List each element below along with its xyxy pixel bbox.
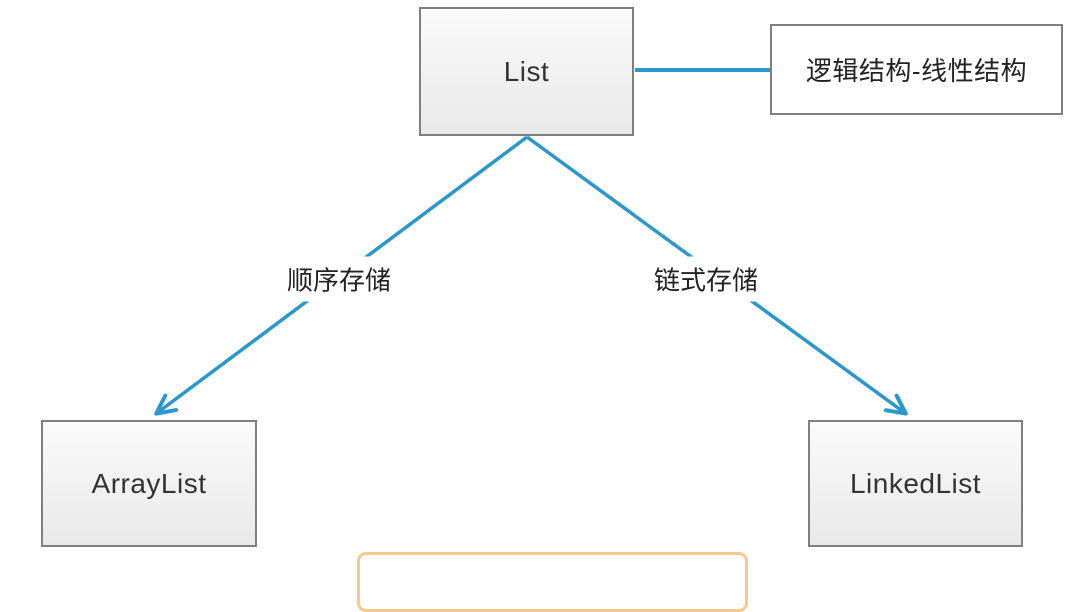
edge-label-sequential-storage: 顺序存储 [276,256,402,302]
node-arraylist-label: ArrayList [91,467,207,499]
node-logical-structure: 逻辑结构-线性结构 [770,24,1063,115]
edge-label-linked-storage: 链式存储 [643,256,769,302]
node-linkedlist: LinkedList [808,420,1023,547]
diagram-canvas: List 逻辑结构-线性结构 ArrayList LinkedList 顺序存储… [41,7,1063,612]
node-list: List [419,7,634,136]
node-list-label: List [503,55,550,87]
node-linkedlist-label: LinkedList [849,467,982,499]
node-logical-structure-label: 逻辑结构-线性结构 [805,56,1028,86]
node-arraylist: ArrayList [41,420,257,547]
highlight-box-clipped [357,552,748,612]
